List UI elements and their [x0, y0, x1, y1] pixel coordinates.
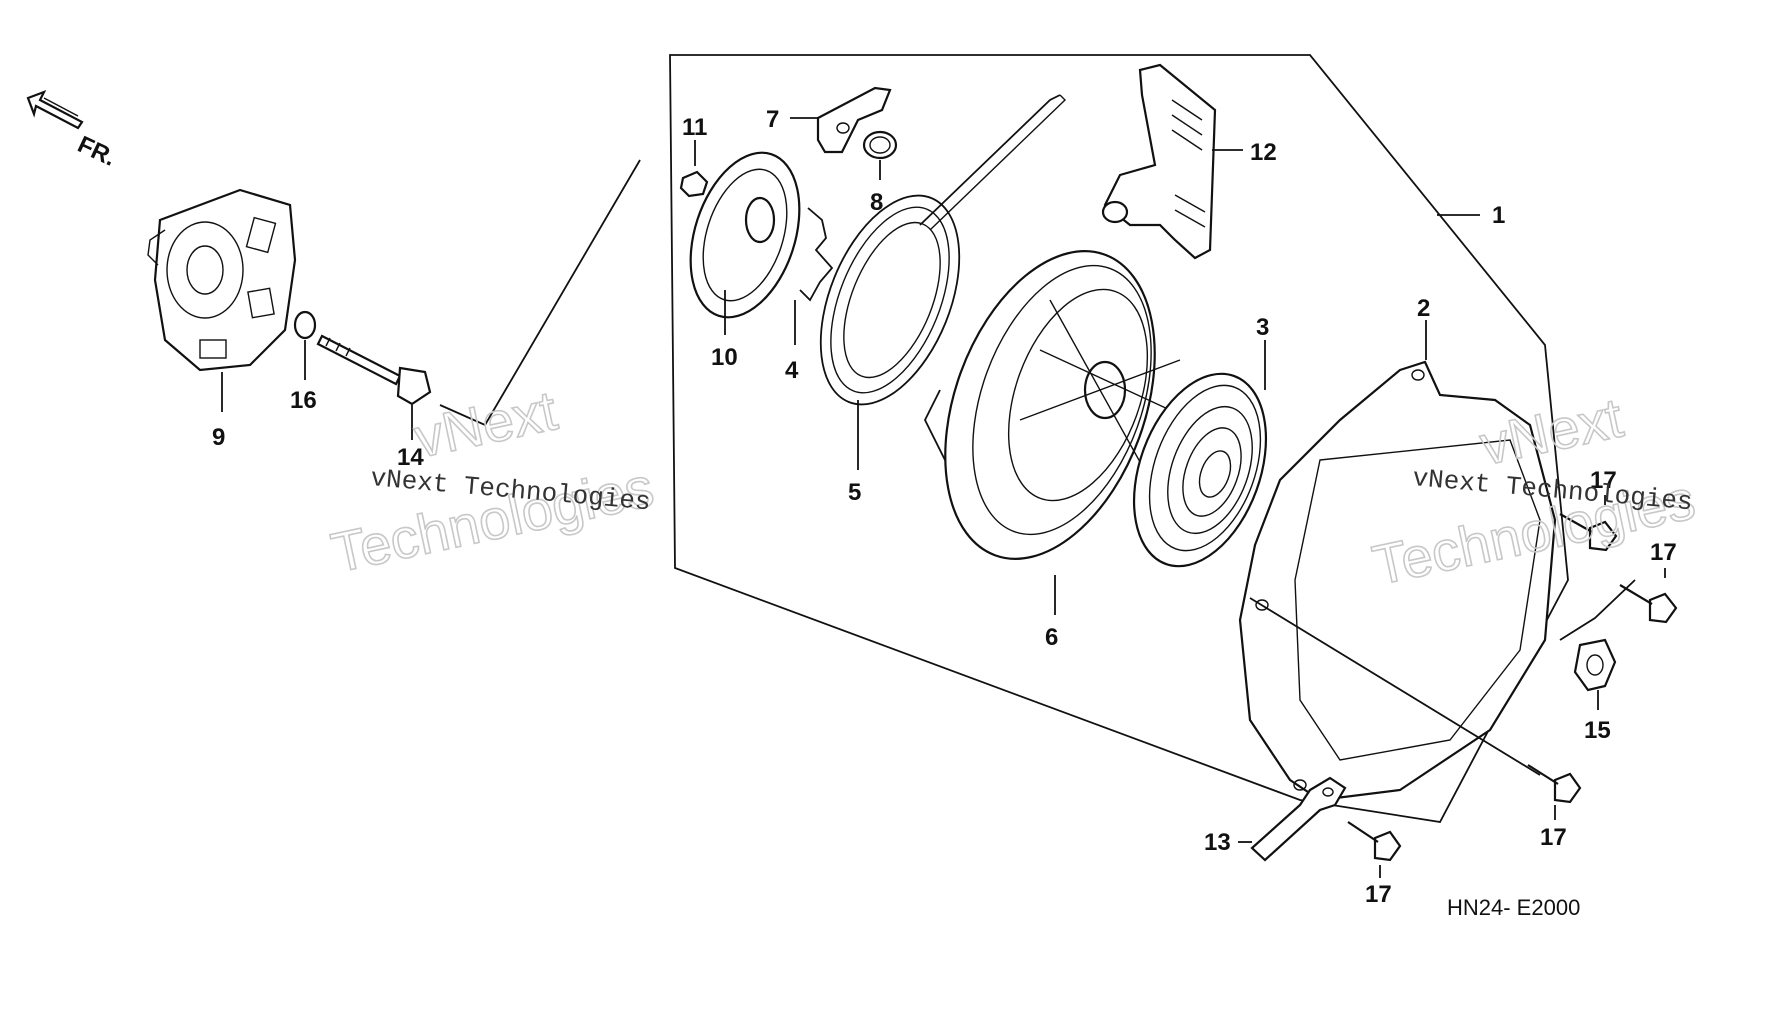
starter-reel	[944, 250, 1181, 560]
callout-6: 6	[1045, 624, 1058, 651]
starter-grip	[1101, 63, 1217, 260]
bolt-17-a	[1559, 513, 1618, 552]
ratchet	[816, 86, 892, 154]
starter-pulley-cup	[147, 188, 297, 372]
leader-17-c-line	[1249, 597, 1541, 776]
callout-3: 3	[1256, 314, 1269, 341]
watermark-brand-left: vNext	[409, 378, 563, 469]
callout-15: 15	[1584, 717, 1611, 744]
washer	[293, 310, 317, 340]
callout-1: 1	[1492, 202, 1505, 229]
callout-16: 16	[290, 387, 317, 414]
callout-11: 11	[682, 114, 707, 141]
callout-8: 8	[870, 189, 883, 216]
callout-4: 4	[785, 357, 799, 384]
starter-case	[1238, 360, 1557, 802]
flange-bolt	[316, 334, 432, 406]
recoil-spring	[1132, 372, 1268, 568]
watermark-brand-right: vNext	[1475, 385, 1629, 476]
callout-10: 10	[711, 344, 738, 371]
callout-17-c: 17	[1540, 824, 1567, 851]
callout-7: 7	[766, 106, 779, 133]
nut	[679, 170, 709, 198]
cable-clamp	[1573, 638, 1617, 692]
bolt-17-d	[1347, 821, 1402, 862]
leader-15-group	[1559, 579, 1636, 641]
diagram-code: HN24- E2000	[1447, 895, 1580, 920]
callout-9: 9	[212, 424, 225, 451]
spring-clip	[799, 207, 834, 302]
front-label: FR.	[73, 131, 119, 172]
callout-17-a: 17	[1590, 467, 1617, 494]
callout-17-d: 17	[1365, 881, 1392, 908]
choke-lever	[1250, 776, 1347, 862]
bolt-17-c	[1527, 764, 1582, 804]
bolt-17-b	[1619, 584, 1678, 624]
friction-plate	[689, 151, 801, 319]
callout-2: 2	[1417, 295, 1430, 322]
callout-17-b: 17	[1650, 539, 1677, 566]
callout-12: 12	[1250, 139, 1277, 166]
ratchet-spring	[862, 130, 898, 160]
callout-5: 5	[848, 479, 861, 506]
callout-13: 13	[1204, 829, 1231, 856]
front-arrow-icon	[26, 89, 84, 130]
leader-14-group	[439, 159, 641, 427]
callout-14: 14	[397, 444, 424, 471]
